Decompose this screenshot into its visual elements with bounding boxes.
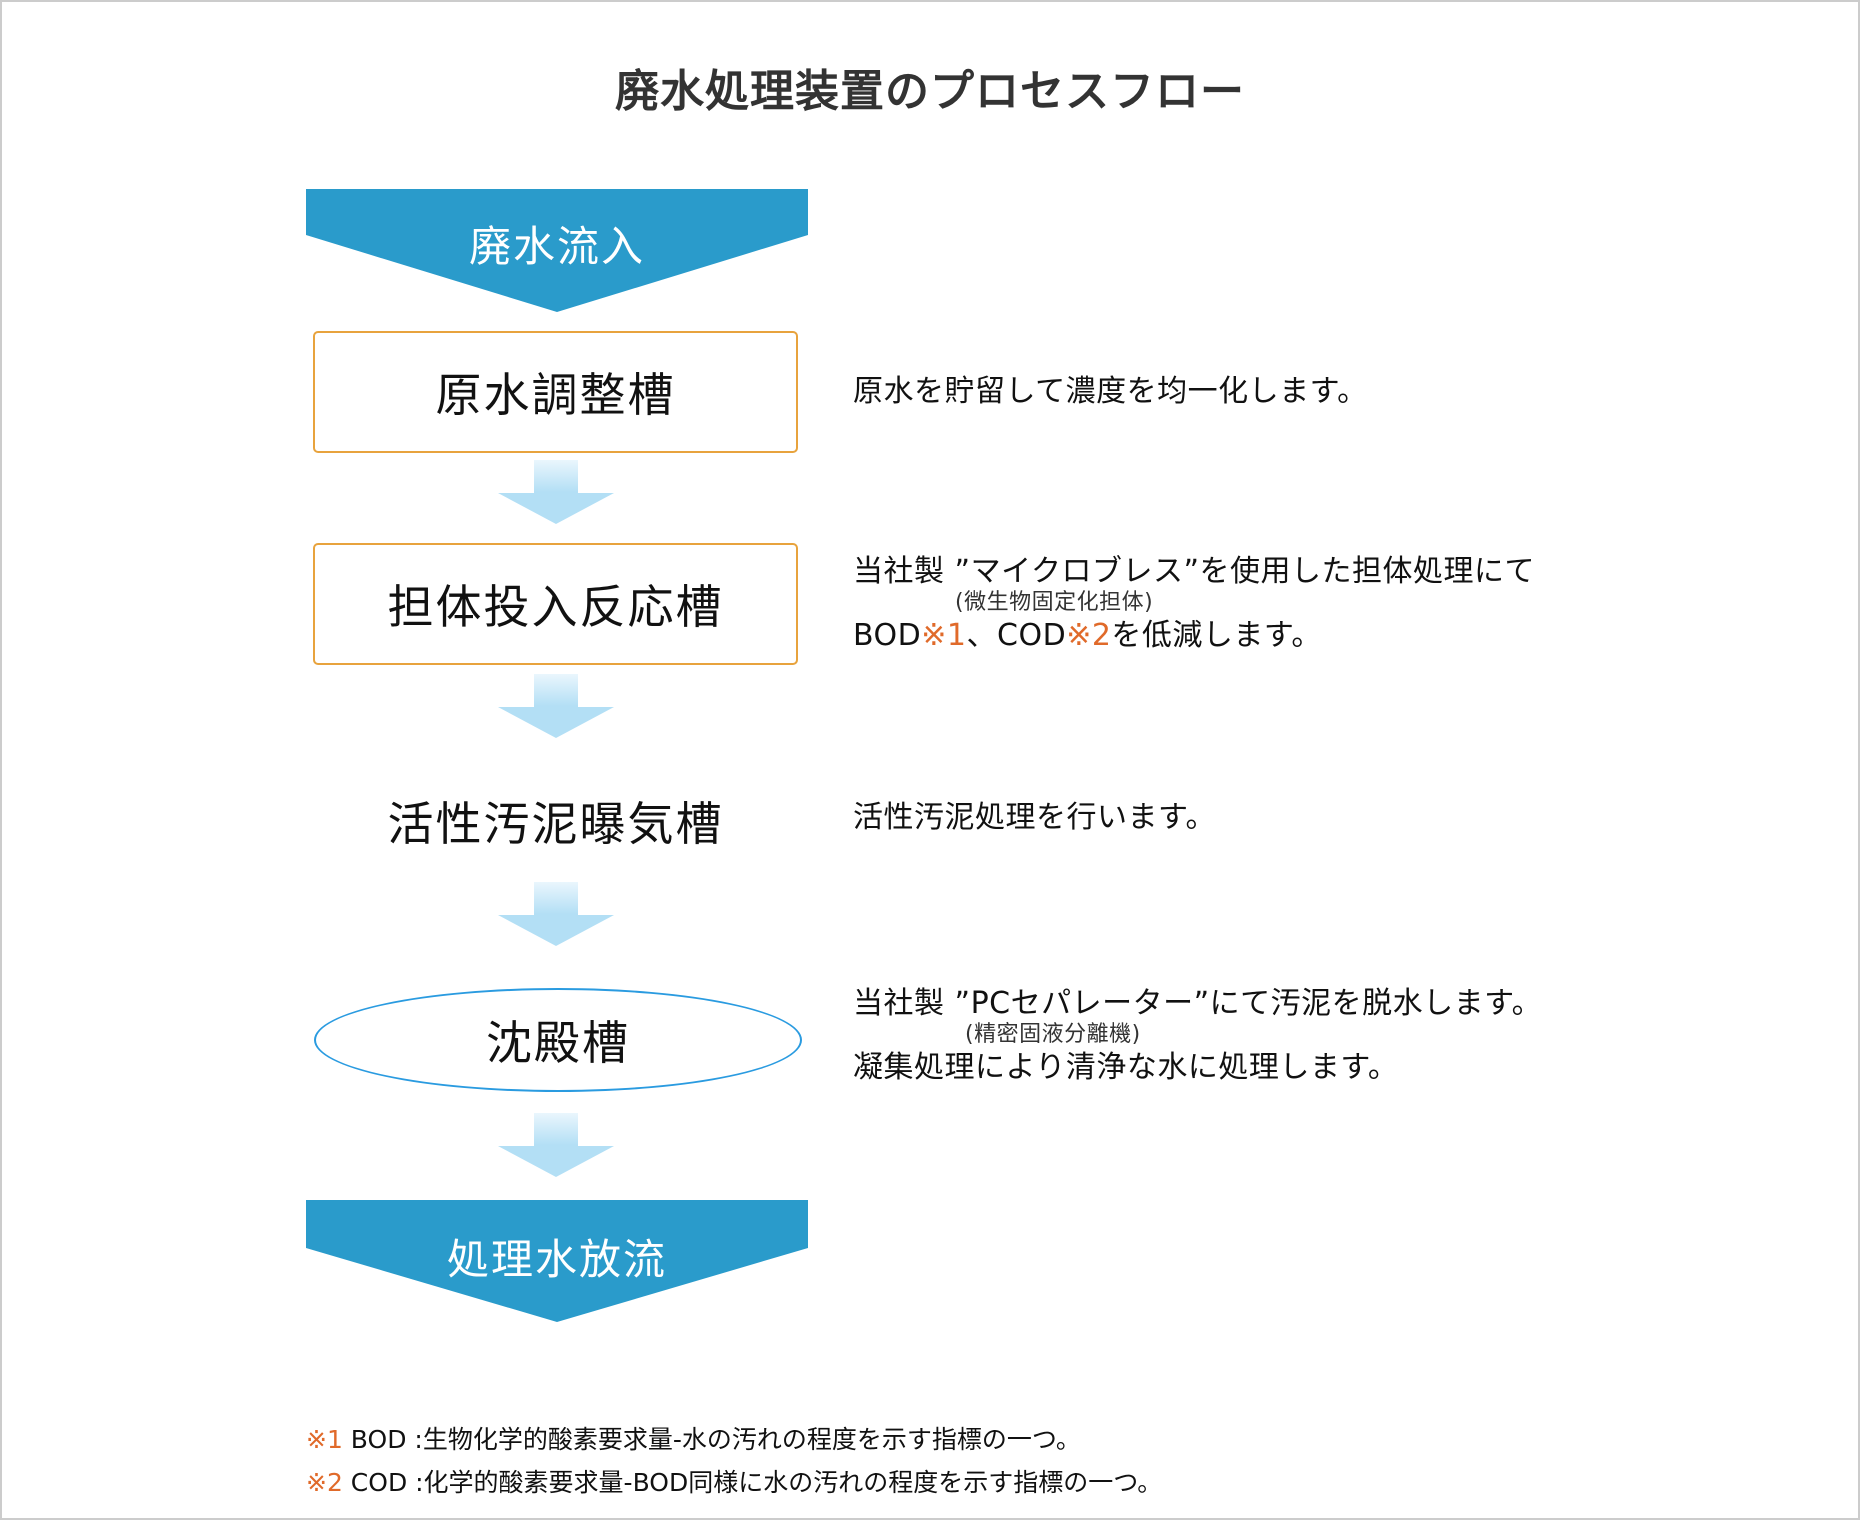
description-line: 凝集処理により清浄な水に処理します。: [853, 1050, 1399, 1085]
outflow-chevron-shape: [306, 1200, 808, 1322]
description-line: 当社製 ”PCセパレーター”にて汚泥を脱水します。: [853, 986, 1543, 1021]
footnote-ref-1: ※1: [921, 618, 967, 653]
footnote-mark: ※1: [306, 1425, 343, 1454]
outflow-label: 処理水放流: [446, 1235, 667, 1284]
description-text: を低減します。: [1111, 618, 1322, 653]
footnote-2: ※2 COD :化学的酸素要求量-BOD同様に水の汚れの程度を示す指標の一つ。: [306, 1463, 1162, 1499]
outflow-banner: 処理水放流: [306, 1200, 808, 1322]
description-annotation: (精密固液分離機): [965, 1022, 1141, 1047]
step4-description: 当社製 ”PCセパレーター”にて汚泥を脱水します。 (精密固液分離機) 凝集処理…: [853, 985, 1542, 1087]
step-activated-sludge-aeration-tank: 活性汚泥曝気槽: [313, 781, 798, 861]
step3-description: 活性汚泥処理を行います。: [853, 799, 1216, 837]
footnote-text: COD :化学的酸素要求量-BOD同様に水の汚れの程度を示す指標の一つ。: [342, 1468, 1163, 1497]
description-line: BOD※1、COD※2を低減します。: [853, 617, 1535, 655]
inflow-chevron-shape: [306, 189, 808, 312]
footnote-ref-2: ※2: [1066, 618, 1112, 653]
description-line: 活性汚泥処理を行います。: [853, 800, 1216, 835]
footnote-mark: ※2: [306, 1468, 343, 1497]
step2-description: 当社製 ”マイクロブレス”を使用した担体処理にて (微生物固定化担体) BOD※…: [853, 553, 1535, 655]
down-arrow-icon: [498, 674, 614, 738]
cod-text: 、COD: [966, 618, 1067, 653]
description-annotation: (微生物固定化担体): [955, 590, 1154, 615]
step-label: 沈殿槽: [486, 1016, 630, 1070]
inflow-banner: 廃水流入: [306, 189, 808, 312]
bod-text: BOD: [853, 618, 922, 653]
step-carrier-reaction-tank: 担体投入反応槽: [313, 543, 798, 665]
description-line: 原水を貯留して濃度を均一化します。: [853, 374, 1368, 409]
step-raw-water-adjustment-tank: 原水調整槽: [313, 331, 798, 453]
step-label: 担体投入反応槽: [387, 580, 724, 634]
description-line: 当社製 ”マイクロブレス”を使用した担体処理にて: [853, 554, 1536, 589]
down-arrow-icon: [498, 1113, 614, 1177]
page-title: 廃水処理装置のプロセスフロー: [615, 66, 1245, 117]
down-arrow-icon: [498, 460, 614, 524]
footnote-1: ※1 BOD :生物化学的酸素要求量-水の汚れの程度を示す指標の一つ。: [306, 1420, 1081, 1456]
step-sedimentation-tank: 沈殿槽: [314, 988, 802, 1092]
step-label: 原水調整槽: [435, 368, 676, 422]
step1-description: 原水を貯留して濃度を均一化します。: [853, 373, 1368, 411]
footnote-text: BOD :生物化学的酸素要求量-水の汚れの程度を示す指標の一つ。: [342, 1425, 1081, 1454]
step-label: 活性汚泥曝気槽: [387, 797, 724, 851]
inflow-label: 廃水流入: [468, 222, 645, 271]
down-arrow-icon: [498, 882, 614, 946]
